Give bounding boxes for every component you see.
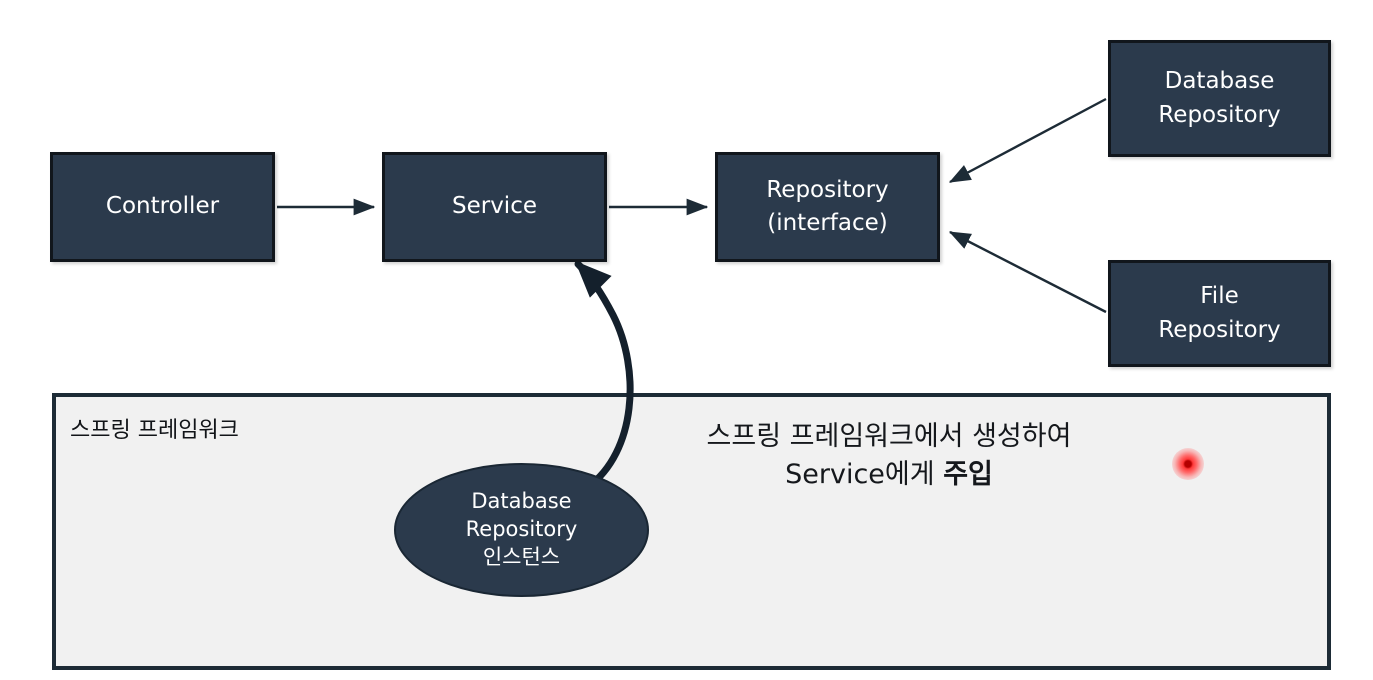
node-file-repository[interactable]: File Repository <box>1108 260 1331 367</box>
annotation-line-2-emphasis: 주입 <box>943 459 993 491</box>
arrow-file-repository-to-repository <box>948 230 1107 314</box>
annotation-line-1: 스프링 프레임워크에서 생성하여 <box>706 421 1072 452</box>
injection-annotation: 스프링 프레임워크에서 생성하여 Service에게 주입 <box>648 418 1130 495</box>
spring-framework-panel <box>52 393 1331 670</box>
annotation-line-2: Service에게 주입 <box>648 456 1130 494</box>
node-service[interactable]: Service <box>382 152 607 262</box>
node-controller[interactable]: Controller <box>50 152 275 262</box>
node-database-repository-instance[interactable]: Database Repository 인스턴스 <box>394 463 649 597</box>
node-database-repository[interactable]: Database Repository <box>1108 40 1331 157</box>
node-repository-interface[interactable]: Repository (interface) <box>715 152 940 262</box>
spring-framework-label: 스프링 프레임워크 <box>70 418 239 443</box>
annotation-line-2-prefix: Service에게 <box>785 459 944 491</box>
laser-pointer-dot-icon <box>1172 448 1204 480</box>
arrow-database-repository-to-repository <box>948 97 1107 184</box>
